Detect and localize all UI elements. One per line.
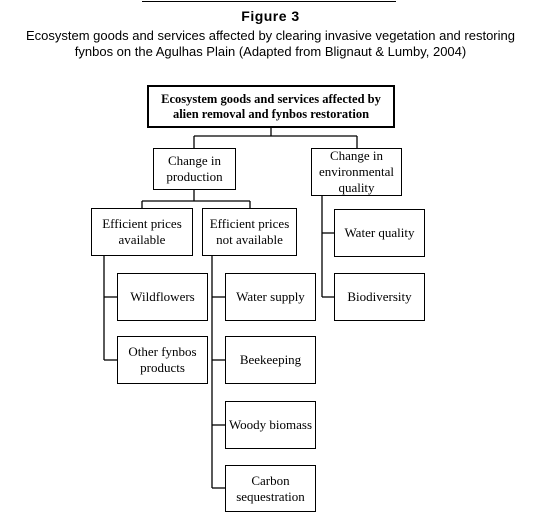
root-node: Ecosystem goods and services affected by…: [147, 85, 395, 128]
wildflowers-node: Wildflowers: [117, 273, 208, 321]
figure-label: Figure 3: [241, 8, 300, 24]
top-rule: [142, 1, 396, 2]
caption-line-1: Ecosystem goods and services affected by…: [26, 28, 515, 43]
caption-line-2: fynbos on the Agulhas Plain (Adapted fro…: [74, 44, 467, 59]
woody-biomass-node: Woody biomass: [225, 401, 316, 449]
water-supply-node: Water supply: [225, 273, 316, 321]
biodiversity-node: Biodiversity: [334, 273, 425, 321]
water-quality-node: Water quality: [334, 209, 425, 257]
figure-caption: Ecosystem goods and services affected by…: [0, 28, 541, 60]
beekeeping-node: Beekeeping: [225, 336, 316, 384]
